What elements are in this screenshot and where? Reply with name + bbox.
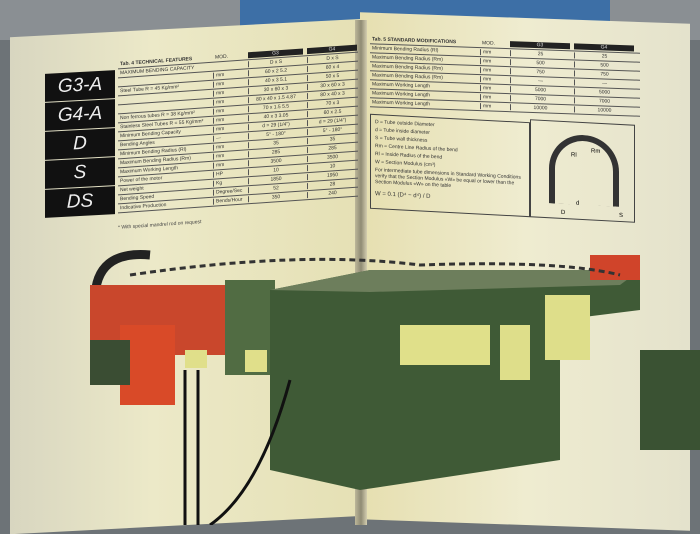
formula: W = 0.1 (D⁴ − d⁴) / D <box>375 191 431 200</box>
motor-unit <box>640 350 700 450</box>
model-tab: S <box>45 157 115 189</box>
g3-value: — <box>510 77 570 86</box>
row-label: Maximum Working Length <box>372 99 430 108</box>
row-unit: mm <box>480 103 510 111</box>
row-unit: mm <box>213 79 248 88</box>
control-box <box>545 295 590 360</box>
mod-header: MOD. <box>482 40 496 47</box>
g3-value: 25 <box>510 50 570 59</box>
g4-value: 750 <box>574 70 634 79</box>
diagram-label: Rl <box>571 152 577 159</box>
row-unit: mm <box>480 85 510 93</box>
row-unit: mm <box>480 49 510 57</box>
row-unit: mm <box>213 97 248 106</box>
g3-value: 10000 <box>510 104 570 113</box>
g4-value: 5000 <box>574 88 634 97</box>
row-unit: mm <box>480 67 510 75</box>
row-unit: — <box>213 133 248 142</box>
row-unit: mm <box>213 115 248 124</box>
row-unit: mm <box>213 142 248 151</box>
row-unit: mm <box>480 58 510 66</box>
g4-value: 25 <box>574 52 634 61</box>
g3-value: 750 <box>510 68 570 77</box>
g4-value: 240 <box>307 188 357 199</box>
row-unit: Bends/Hour <box>213 196 248 205</box>
model-tab: D <box>45 128 115 160</box>
diagram-label: Rm <box>591 148 601 155</box>
row-unit: mm <box>480 76 510 84</box>
g3-value: 500 <box>510 59 570 68</box>
row-unit: mm <box>213 160 248 169</box>
row-unit: mm <box>213 106 248 115</box>
g4-value: 500 <box>574 61 634 70</box>
row-unit: mm <box>213 124 248 133</box>
tube-bending-machine-image <box>90 250 700 525</box>
diagram-label: S <box>619 212 624 220</box>
model-tab: DS <box>45 186 115 218</box>
row-unit: mm <box>480 94 510 102</box>
model-tab: G4-A <box>45 99 115 131</box>
diagram-label: d <box>576 200 580 207</box>
g4-value: 7000 <box>574 97 634 106</box>
row-unit: mm <box>213 88 248 97</box>
mod-header: MOD. <box>215 53 229 61</box>
g3-header: G3 <box>510 41 570 50</box>
g3-value: 7000 <box>510 95 570 104</box>
hydraulic-hoses <box>183 370 292 525</box>
diagram-label: D <box>561 209 566 217</box>
row-unit: HP <box>213 169 248 178</box>
row-unit: mm <box>213 70 248 79</box>
row-unit <box>213 64 248 67</box>
yellow-panel <box>400 325 490 365</box>
tube-bend-icon <box>549 133 619 207</box>
g3-value: 5000 <box>510 86 570 95</box>
g4-value: 10000 <box>574 106 634 115</box>
model-tab: G3-A <box>45 70 115 102</box>
g4-header: G4 <box>574 43 634 52</box>
g4-value: — <box>574 79 634 88</box>
row-unit: Degree/Sec <box>213 187 248 196</box>
row-unit: mm <box>213 151 248 160</box>
model-tabs: G3-A G4-A D S DS <box>45 70 115 219</box>
row-unit: Kg <box>213 178 248 187</box>
g3-value: 350 <box>248 192 303 203</box>
